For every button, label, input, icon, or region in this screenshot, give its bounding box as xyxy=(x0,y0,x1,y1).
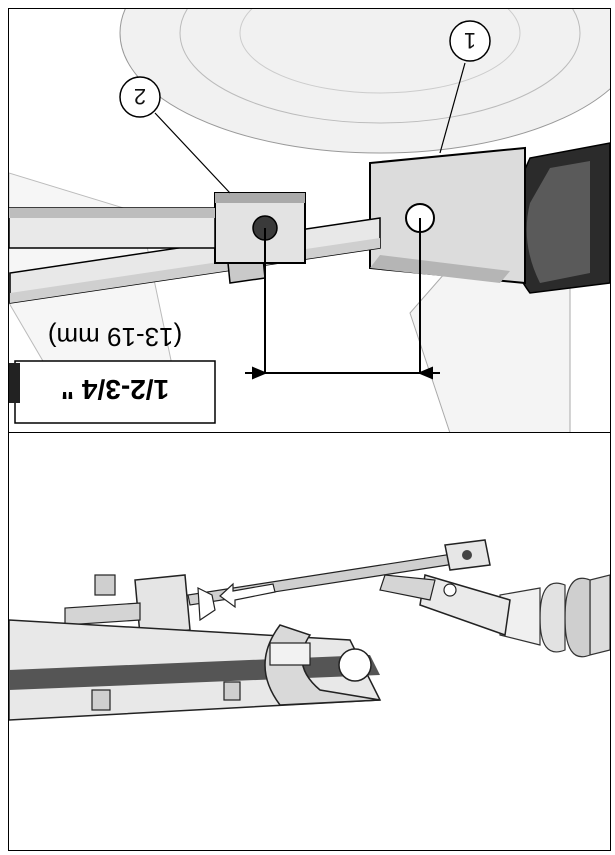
rod-end xyxy=(9,192,306,264)
lever-clevis xyxy=(369,146,526,285)
measurement-detail-drawing: 1 2 1/2-3/4 " (13-19 mm) xyxy=(9,9,610,433)
measurement-detail-panel: 1 2 1/2-3/4 " (13-19 mm) xyxy=(8,8,611,434)
frame-bracket xyxy=(9,619,382,721)
dimension-lines xyxy=(245,218,440,380)
callout-2-number: 2 xyxy=(134,84,146,109)
callout-1-number: 1 xyxy=(464,28,476,53)
bellows xyxy=(499,574,610,658)
measurement-metric: (13-19 mm) xyxy=(48,322,182,352)
assembly-illustration-panel xyxy=(8,432,611,851)
measurement-label: 1/2-3/4 " xyxy=(9,360,216,424)
cable-lever xyxy=(379,574,511,637)
adjustment-arrows xyxy=(197,582,276,622)
callout-leaders xyxy=(154,62,466,194)
callout-2: 2 xyxy=(119,76,161,118)
callout-1: 1 xyxy=(449,20,491,62)
measurement-value: 1/2-3/4 " xyxy=(61,374,169,405)
assembly-illustration-drawing xyxy=(9,539,610,721)
